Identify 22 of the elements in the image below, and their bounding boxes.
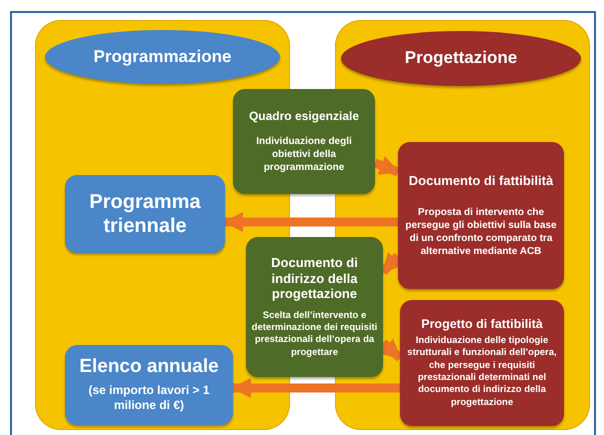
box-description: Proposta di intervento che persegue gli obiettivi sulla base di un confronto comparato tra alternative mediante ACB [404,206,558,258]
process-box [233,89,375,194]
process-box [400,300,564,426]
box-description: Scelta dell’intervento e determinazione dei requisiti prestazionali dell’opera da progettare [251,310,378,360]
process-box [65,345,233,425]
box-description: (se importo lavori > 1 milione di €) [87,382,211,414]
box-heading: Documento di indirizzo della progettazione [270,254,359,302]
box-description: Individuazione delle tipologie strutturali e funzionali dell’opera, che persegue i requisiti prestazionali determinati nel documento di indirizzo della progettazione [406,334,558,410]
arrow [373,156,400,176]
box-heading: Documento di fattibilità [408,172,554,188]
arrow [223,212,398,232]
box-heading: Quadro esigenziale [248,108,360,124]
arrow [231,378,400,398]
box-heading: Elenco annuale [79,356,219,379]
process-box [65,175,225,253]
ellipse-title: Progettazione [404,48,518,69]
ellipse-title: Programmazione [94,46,232,68]
box-heading: Programma triennale [88,190,202,238]
process-box [398,142,564,289]
box-description: Individuazione degli obiettivi della programmazione [255,135,353,174]
process-box [246,237,383,377]
box-heading: Progetto di fattibilità [421,316,543,332]
